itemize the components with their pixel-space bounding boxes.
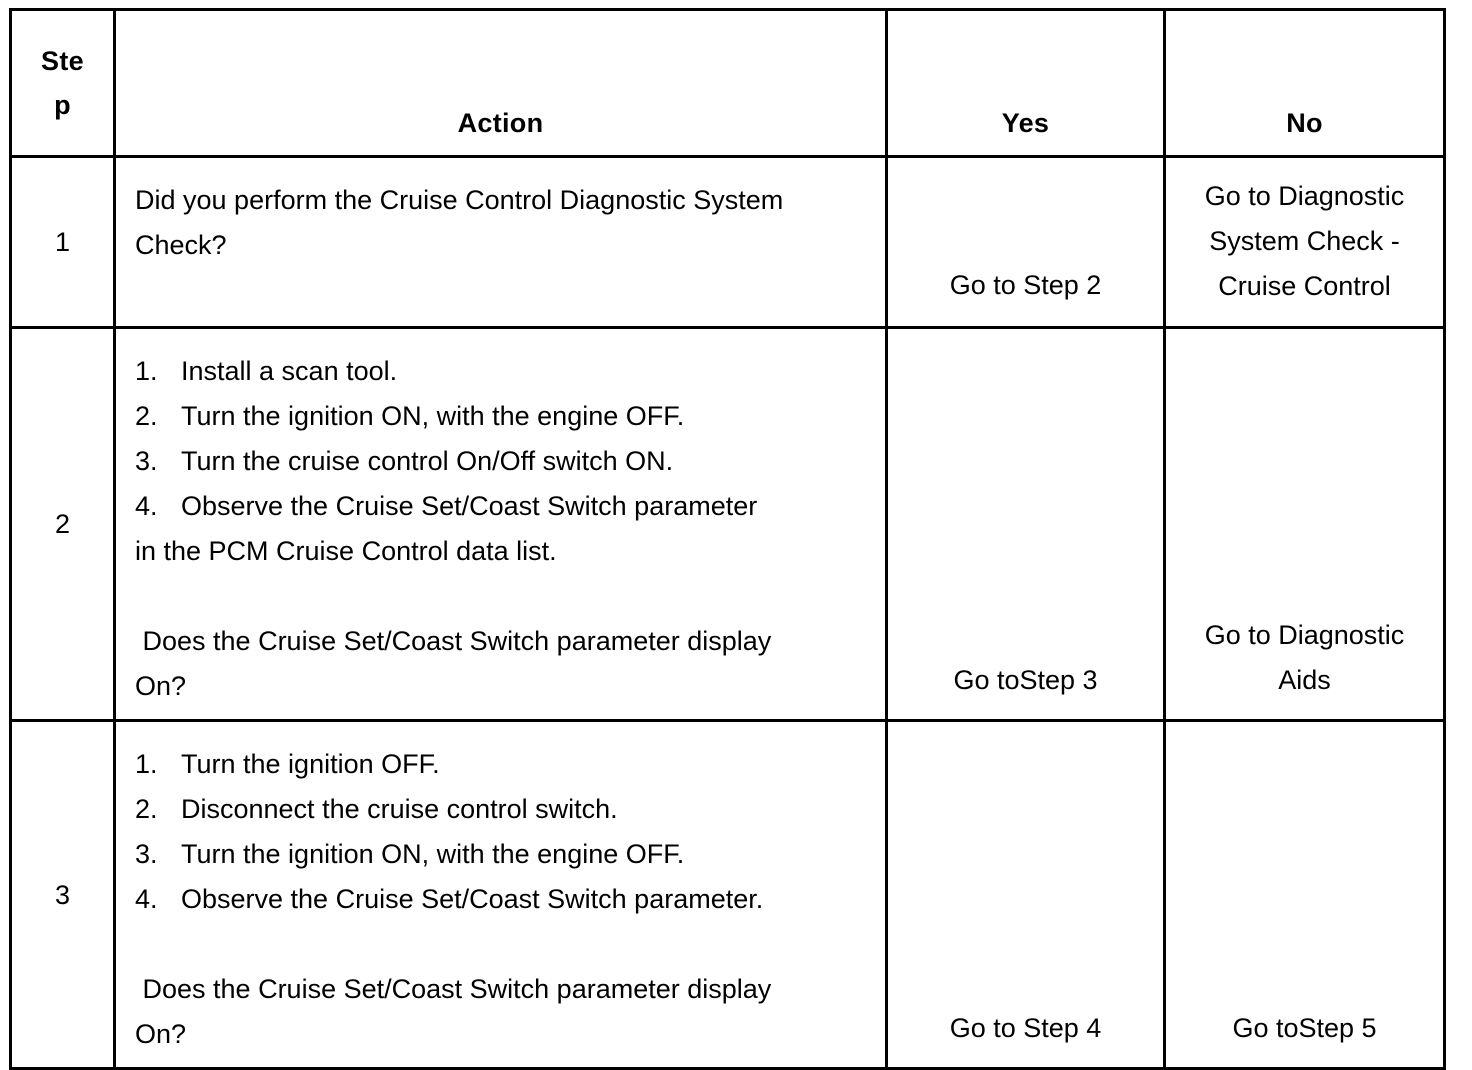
action-cell: 1. Turn the ignition OFF. 2. Disconnect … [113, 719, 888, 1070]
action-text-line: Check? [135, 230, 227, 260]
list-marker: 3. [135, 839, 158, 869]
action-question-line: Does the Cruise Set/Coast Switch paramet… [135, 626, 772, 656]
step-number: 2 [54, 509, 71, 539]
action-list-item: 1. Install a scan tool. [135, 349, 871, 394]
yes-result-cell: Go to Step 2 [885, 155, 1166, 329]
action-spacer [135, 922, 871, 967]
no-result-text: Go to Diagnostic Aids [1204, 620, 1405, 695]
list-text: Turn the ignition ON, with the engine OF… [181, 401, 685, 431]
yes-result-text: Go toStep 3 [953, 665, 1098, 695]
column-header-no: No [1286, 108, 1323, 138]
step-number: 3 [54, 879, 71, 910]
action-cell: Did you perform the Cruise Control Diagn… [113, 155, 888, 329]
list-marker: 2. [135, 794, 158, 824]
yes-result-cell: Go to Step 4 [885, 719, 1166, 1070]
list-text: Turn the ignition OFF. [181, 749, 440, 779]
action-continuation-line: in the PCM Cruise Control data list. [135, 536, 557, 566]
table-row: 2 1. Install a scan tool. 2. Turn the ig… [9, 326, 1446, 722]
no-result-text: Go to Diagnostic System Check - Cruise C… [1204, 181, 1405, 301]
step-number: 1 [54, 227, 71, 257]
action-question-line: Does the Cruise Set/Coast Switch paramet… [135, 974, 772, 1004]
list-text: Turn the ignition ON, with the engine OF… [181, 839, 685, 869]
action-list-item: 3. Turn the ignition ON, with the engine… [135, 832, 871, 877]
action-question-line: On? [135, 671, 187, 701]
list-text: Install a scan tool. [181, 356, 398, 386]
action-list-item: 4. Observe the Cruise Set/Coast Switch p… [135, 877, 871, 922]
header-cell-step: Step [9, 8, 116, 158]
table-row: 3 1. Turn the ignition OFF. 2. Disconnec… [9, 719, 1446, 1070]
list-marker: 1. [135, 749, 158, 779]
step-cell: 2 [9, 326, 116, 722]
column-header-action: Action [457, 108, 544, 138]
action-text-line: Did you perform the Cruise Control Diagn… [135, 185, 784, 215]
yes-result-text: Go to Step 4 [949, 1013, 1102, 1043]
list-marker: 2. [135, 401, 158, 431]
list-marker: 1. [135, 356, 158, 386]
column-header-step: Step [41, 46, 84, 120]
action-list-item: 1. Turn the ignition OFF. [135, 742, 871, 787]
action-list-item: 2. Disconnect the cruise control switch. [135, 787, 871, 832]
list-text: Turn the cruise control On/Off switch ON… [181, 446, 674, 476]
action-cell: 1. Install a scan tool. 2. Turn the igni… [113, 326, 888, 722]
list-marker: 4. [135, 884, 158, 914]
no-result-cell: Go to Diagnostic Aids [1163, 326, 1446, 722]
action-spacer [135, 574, 871, 619]
no-result-cell: Go to Diagnostic System Check - Cruise C… [1163, 155, 1446, 329]
yes-result-text: Go to Step 2 [949, 270, 1102, 300]
list-marker: 4. [135, 491, 158, 521]
column-header-yes: Yes [1001, 108, 1050, 138]
no-result-text: Go toStep 5 [1232, 1013, 1377, 1043]
yes-result-cell: Go toStep 3 [885, 326, 1166, 722]
diagnostic-procedure-table: Step Action Yes No [9, 8, 1446, 1070]
header-cell-yes: Yes [885, 8, 1166, 158]
table-header-row: Step Action Yes No [9, 8, 1446, 158]
no-result-cell: Go toStep 5 [1163, 719, 1446, 1070]
list-text: Disconnect the cruise control switch. [181, 794, 618, 824]
action-question-line: On? [135, 1019, 187, 1049]
list-text: Observe the Cruise Set/Coast Switch para… [181, 884, 764, 914]
action-list-item: 3. Turn the cruise control On/Off switch… [135, 439, 871, 484]
step-cell: 1 [9, 155, 116, 329]
table-row: 1 Did you perform the Cruise Control Dia… [9, 155, 1446, 329]
header-cell-no: No [1163, 8, 1446, 158]
step-cell: 3 [9, 719, 116, 1070]
header-cell-action: Action [113, 8, 888, 158]
action-list-item: 2. Turn the ignition ON, with the engine… [135, 394, 871, 439]
list-marker: 3. [135, 446, 158, 476]
list-text: Observe the Cruise Set/Coast Switch para… [181, 491, 758, 521]
action-list-item: 4. Observe the Cruise Set/Coast Switch p… [135, 484, 871, 529]
